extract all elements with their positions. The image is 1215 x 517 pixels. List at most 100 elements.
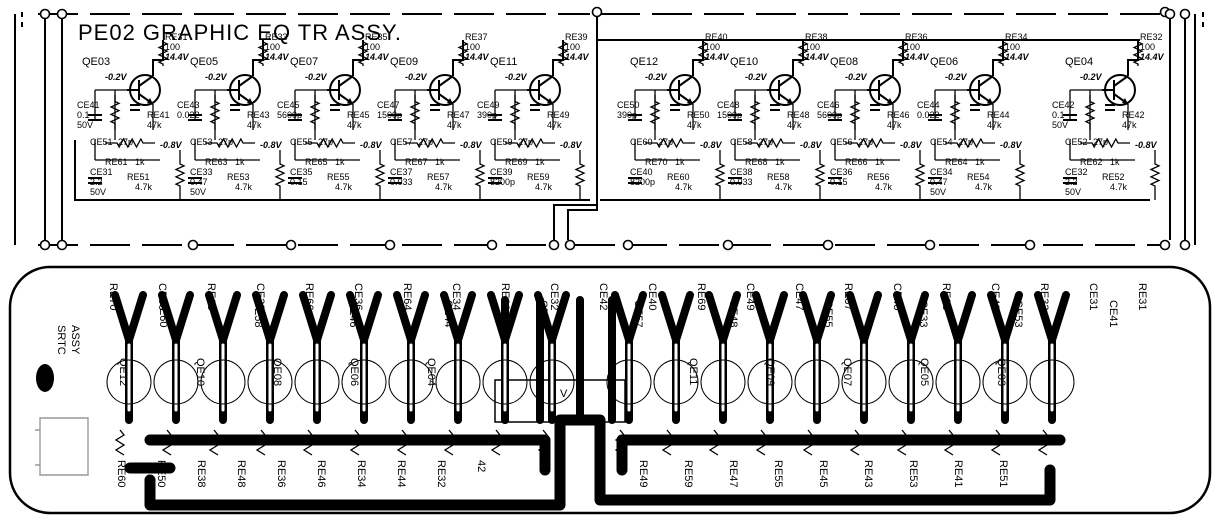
capacitor-value: 0.47 <box>930 177 948 187</box>
center-bus <box>553 16 598 240</box>
capacitor-label: CE56 <box>830 137 853 147</box>
pcb-transistor-label: QE07 <box>841 358 853 386</box>
capacitor-label: CE44 <box>917 100 940 110</box>
capacitor-label: CE31 <box>90 167 113 177</box>
resistor-label: RE63 <box>205 157 228 167</box>
resistor-value: 47k <box>547 120 562 130</box>
capacitor-voltage: 50V <box>1065 187 1081 197</box>
resistor-footprint <box>490 429 502 456</box>
resistor-label: RE44 <box>987 110 1010 120</box>
resistor-footprint <box>208 429 220 456</box>
capacitor-voltage: 50V <box>930 187 946 197</box>
capacitor-value: 27p <box>658 137 673 147</box>
resistor-label: RE36 <box>905 32 928 42</box>
capacitor-value: 0.022 <box>177 110 200 120</box>
capacitor-label: CE60 <box>630 137 653 147</box>
capacitor-value: 1500p <box>717 110 742 120</box>
capacitor-voltage: 50V <box>77 120 93 130</box>
transistor-label: QE07 <box>290 56 318 68</box>
voltage-label: -0.2V <box>645 72 668 82</box>
resistor-footprint <box>661 429 673 456</box>
voltage-label: -0.8V <box>160 140 183 150</box>
resistor-value: 4.7k <box>875 182 893 192</box>
capacitor-value: 5600p <box>817 110 842 120</box>
capacitor-label: CE55 <box>290 137 313 147</box>
resistor-label: RE45 <box>347 110 370 120</box>
resistor-label: RE43 <box>247 110 270 120</box>
pcb-top-label: RE37 <box>842 283 854 311</box>
voltage-label: -0.8V <box>560 140 583 150</box>
resistor-label: RE34 <box>1005 32 1028 42</box>
resistor-label: RE62 <box>1080 157 1103 167</box>
resistor-label: RE51 <box>127 172 150 182</box>
capacitor-label: CE47 <box>377 100 400 110</box>
resistor-value: 100 <box>1005 42 1020 52</box>
resistor-footprint <box>990 429 1002 456</box>
capacitor-label: CE33 <box>190 167 213 177</box>
transistor-label: QE09 <box>390 56 418 68</box>
resistor-value: 1k <box>775 157 785 167</box>
capacitor-value: 390p <box>617 110 637 120</box>
pcb-bottom-label: RE51 <box>997 460 1009 488</box>
pcb-bottom-label: RE36 <box>275 460 287 488</box>
voltage-label: -0.8V <box>700 140 723 150</box>
capacitor-value: 390p <box>477 110 497 120</box>
transistor-label: QE12 <box>630 56 658 68</box>
transistor-footprint <box>700 359 746 405</box>
stage-qe03: QE03RE3110014.4V-0.2VCE410.150VRE4147kCE… <box>77 32 190 200</box>
voltage-label: -0.2V <box>945 72 968 82</box>
resistor-label: RE66 <box>845 157 868 167</box>
voltage-label: -0.2V <box>105 72 128 82</box>
pcb-bottom-label: RE41 <box>952 460 964 488</box>
voltage-label: -0.8V <box>900 140 923 150</box>
resistor-label: RE59 <box>527 172 550 182</box>
capacitor-value: 2.2 <box>90 177 103 187</box>
transistor-footprint <box>529 359 575 405</box>
voltage-label: 14.4V <box>365 52 390 62</box>
resistor-label: RE69 <box>505 157 528 167</box>
pcb-bottom-label: RE53 <box>907 460 919 488</box>
pcb-top-label: RE64 <box>401 283 413 311</box>
capacitor-label: CE46 <box>817 100 840 110</box>
board-label-2: ASSY <box>69 325 81 355</box>
schematic-diagram: PE02 GRAPHIC EQ TR ASSY. QE03RE3110014.4… <box>14 6 1204 251</box>
transistor-footprint <box>200 359 246 405</box>
resistor-label: RE50 <box>687 110 710 120</box>
transistor-label: QE10 <box>730 56 758 68</box>
capacitor-label: CE34 <box>930 167 953 177</box>
capacitor-label: CE40 <box>630 167 653 177</box>
pcb-top-label: RE62 <box>499 283 511 311</box>
transistor-footprint <box>653 359 699 405</box>
pcb-capacitor-label: CE55 <box>822 300 834 328</box>
bus-trace-mid <box>144 434 1066 476</box>
capacitor-label: CE57 <box>390 137 413 147</box>
pcb-transistor-label: QE08 <box>271 358 283 386</box>
transistor-footprint <box>888 359 934 405</box>
resistor-value: 100 <box>365 42 380 52</box>
resistor-label: RE33 <box>265 32 288 42</box>
pcb-bottom-label: RE50 <box>155 460 167 488</box>
voltage-label: -0.8V <box>1000 140 1023 150</box>
resistor-footprint <box>614 429 626 456</box>
resistor-label: RE37 <box>465 32 488 42</box>
capacitor-value: 0.15 <box>830 177 848 187</box>
capacitor-value: 27p <box>958 137 973 147</box>
pcb-bottom-label: 42 <box>475 460 487 472</box>
resistor-value: 47k <box>987 120 1002 130</box>
frame-terminals <box>39 6 1191 251</box>
resistor-label: RE46 <box>887 110 910 120</box>
resistor-label: RE39 <box>565 32 588 42</box>
resistor-label: RE31 <box>165 32 188 42</box>
capacitor-label: CE37 <box>390 167 413 177</box>
pcb-bottom-label: RE47 <box>727 460 739 488</box>
resistor-value: 4.7k <box>775 182 793 192</box>
resistor-value: 47k <box>787 120 802 130</box>
voltage-label: 14.4V <box>1140 52 1165 62</box>
transistor-footprint <box>482 359 528 405</box>
resistor-value: 100 <box>565 42 580 52</box>
capacitor-label: CE41 <box>77 100 100 110</box>
resistor-value: 1k <box>975 157 985 167</box>
